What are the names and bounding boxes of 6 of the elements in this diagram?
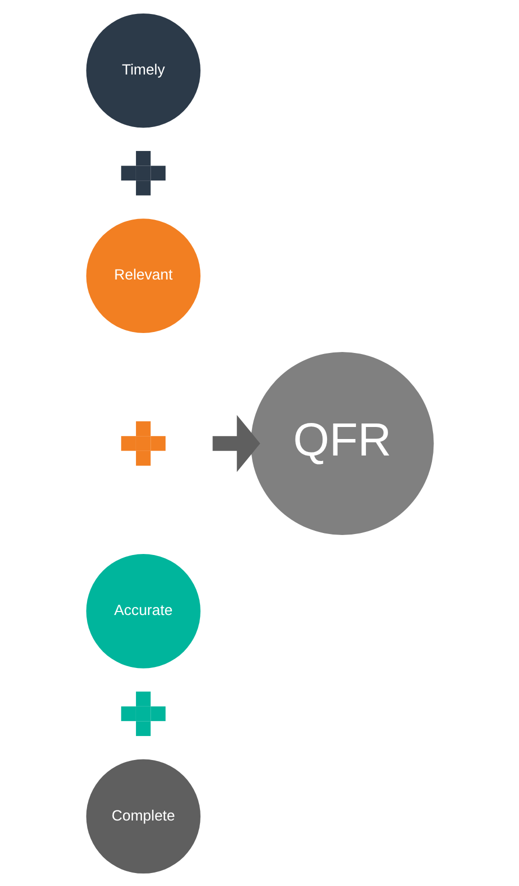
node-circle: Accurate xyxy=(86,554,200,668)
node-circle: Complete xyxy=(86,758,200,874)
node-circle: Relevant xyxy=(86,218,200,332)
node-circle: Timely xyxy=(86,12,200,128)
node-circle: QFR xyxy=(250,351,434,535)
arrow xyxy=(212,414,260,472)
